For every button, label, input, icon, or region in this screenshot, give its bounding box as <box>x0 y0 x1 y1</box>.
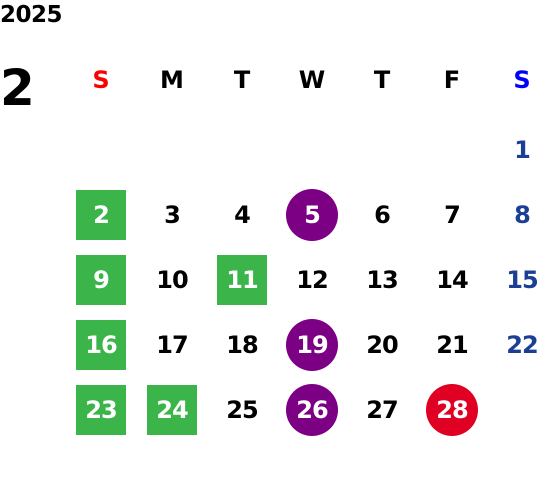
calendar-day[interactable]: 15 <box>506 266 538 294</box>
calendar-day[interactable]: 7 <box>444 201 461 229</box>
calendar-day[interactable]: 28 <box>426 384 478 436</box>
calendar-day[interactable]: 6 <box>374 201 391 229</box>
weekday-label: S <box>513 66 531 94</box>
weekday-label: S <box>92 66 110 94</box>
calendar-day[interactable]: 24 <box>147 385 197 435</box>
calendar-day[interactable]: 26 <box>286 384 338 436</box>
calendar-day[interactable]: 8 <box>514 201 531 229</box>
calendar-day[interactable]: 21 <box>436 331 468 359</box>
weekday-label: T <box>233 66 251 94</box>
calendar-day[interactable]: 27 <box>366 396 398 424</box>
calendar-day[interactable]: 17 <box>156 331 188 359</box>
calendar-day[interactable]: 23 <box>76 385 126 435</box>
weekday-label: W <box>298 66 326 94</box>
calendar-day[interactable]: 20 <box>366 331 398 359</box>
calendar-day[interactable]: 16 <box>76 320 126 370</box>
calendar-day[interactable]: 25 <box>226 396 258 424</box>
calendar-day[interactable]: 14 <box>436 266 468 294</box>
weekday-label: M <box>160 66 184 94</box>
calendar-day[interactable]: 22 <box>506 331 538 359</box>
calendar-day[interactable]: 13 <box>366 266 398 294</box>
calendar-day[interactable]: 2 <box>76 190 126 240</box>
weekday-label: T <box>373 66 391 94</box>
calendar-day[interactable]: 18 <box>226 331 258 359</box>
calendar-day[interactable]: 9 <box>76 255 126 305</box>
calendar-day[interactable]: 3 <box>164 201 181 229</box>
calendar-year: 2025 <box>0 2 63 28</box>
calendar-day[interactable]: 12 <box>296 266 328 294</box>
calendar-day[interactable]: 4 <box>234 201 251 229</box>
calendar-day[interactable]: 19 <box>286 319 338 371</box>
calendar-day[interactable]: 5 <box>286 189 338 241</box>
calendar-day[interactable]: 11 <box>217 255 267 305</box>
weekday-label: F <box>443 66 461 94</box>
calendar-day[interactable]: 1 <box>514 136 531 164</box>
calendar-month: 2 <box>0 59 35 117</box>
calendar-day[interactable]: 10 <box>156 266 188 294</box>
